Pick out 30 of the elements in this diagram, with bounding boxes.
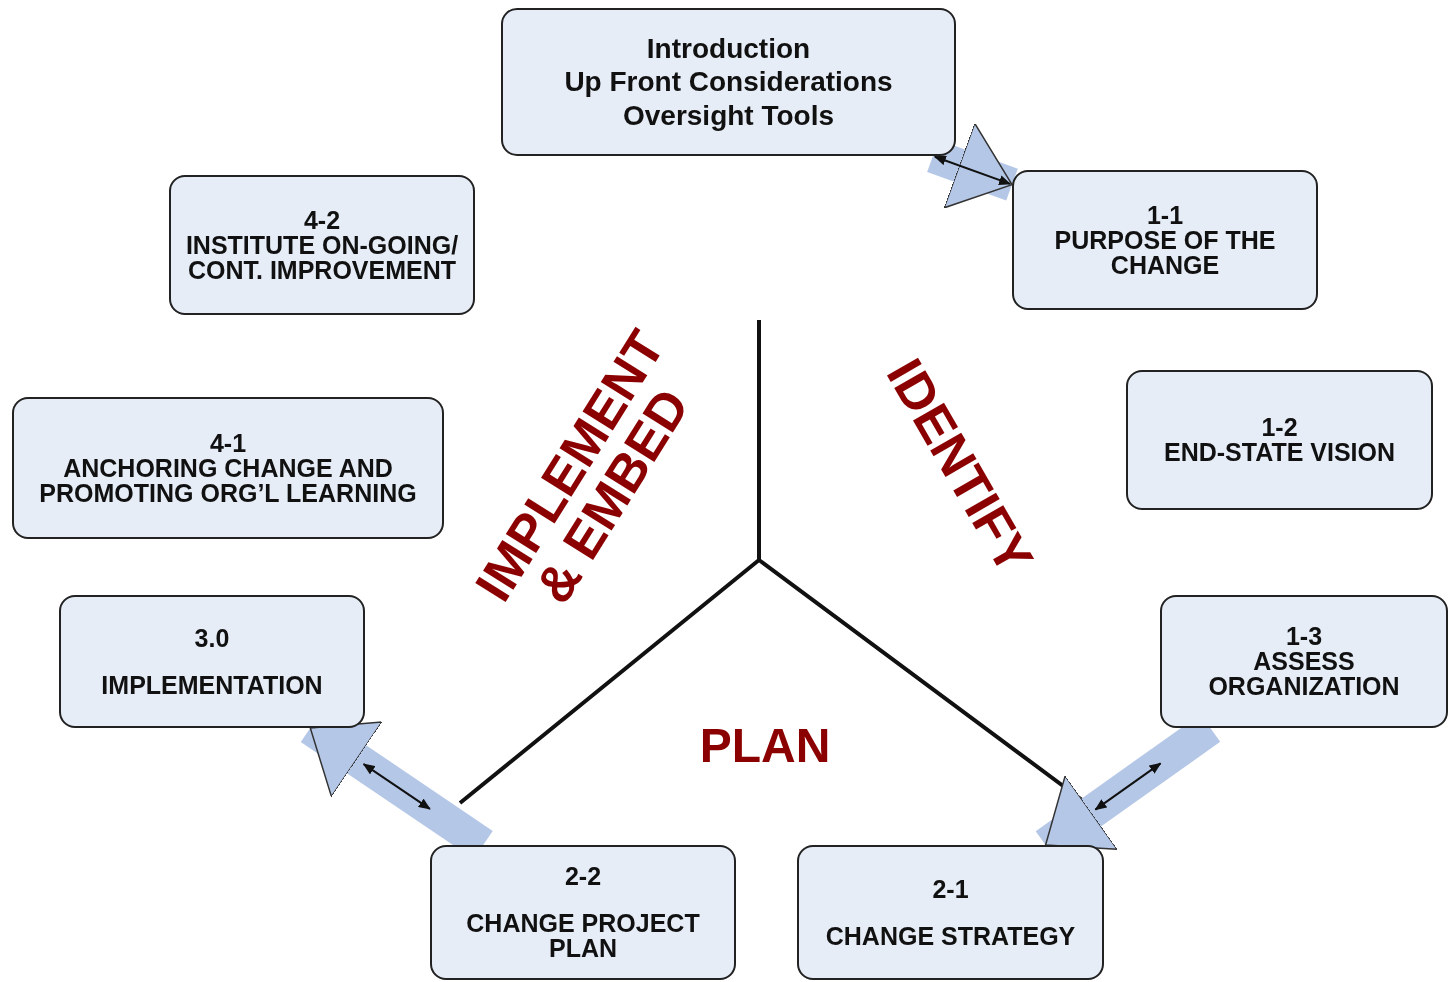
step-title: Oversight Tools <box>622 98 835 133</box>
step-title: CHANGE PROJECT PLAN <box>465 911 701 961</box>
step-box <box>169 175 475 315</box>
step-box <box>1160 595 1448 728</box>
step-number: 2-1 <box>932 876 969 902</box>
step-title: INSTITUTE ON-GOING/ CONT. IMPROVEMENT <box>184 232 460 283</box>
step-number: 1-3 <box>1285 624 1323 649</box>
step-number: 1-1 <box>1146 202 1184 228</box>
step-title: IMPLEMENTATION <box>101 672 323 698</box>
step-number: 1-2 <box>1261 415 1298 440</box>
step-box <box>797 845 1104 980</box>
intro-box <box>501 8 956 156</box>
block-arrow <box>927 122 1018 209</box>
step-number: 3.0 <box>194 625 230 651</box>
step-title: ANCHORING CHANGE AND PROMOTING ORG’L LEARNING <box>38 455 418 506</box>
step-box <box>430 845 736 980</box>
step-number: 4-2 <box>303 207 341 233</box>
step-box <box>12 397 444 539</box>
step-title: PURPOSE OF THE CHANGE <box>1053 227 1277 278</box>
step-number: 4-1 <box>209 430 247 456</box>
step-title: Up Front Considerations <box>564 65 893 99</box>
step-box <box>59 595 365 728</box>
step-title: Introduction <box>646 31 811 66</box>
phase-label: PLAN <box>698 722 832 770</box>
step-number: 2-2 <box>564 864 602 889</box>
step-title: END-STATE VISION <box>1164 440 1395 465</box>
step-title: CHANGE STRATEGY <box>825 923 1076 949</box>
step-box <box>1126 370 1433 510</box>
step-title: ASSESS ORGANIZATION <box>1207 649 1401 699</box>
step-box <box>1012 170 1318 310</box>
